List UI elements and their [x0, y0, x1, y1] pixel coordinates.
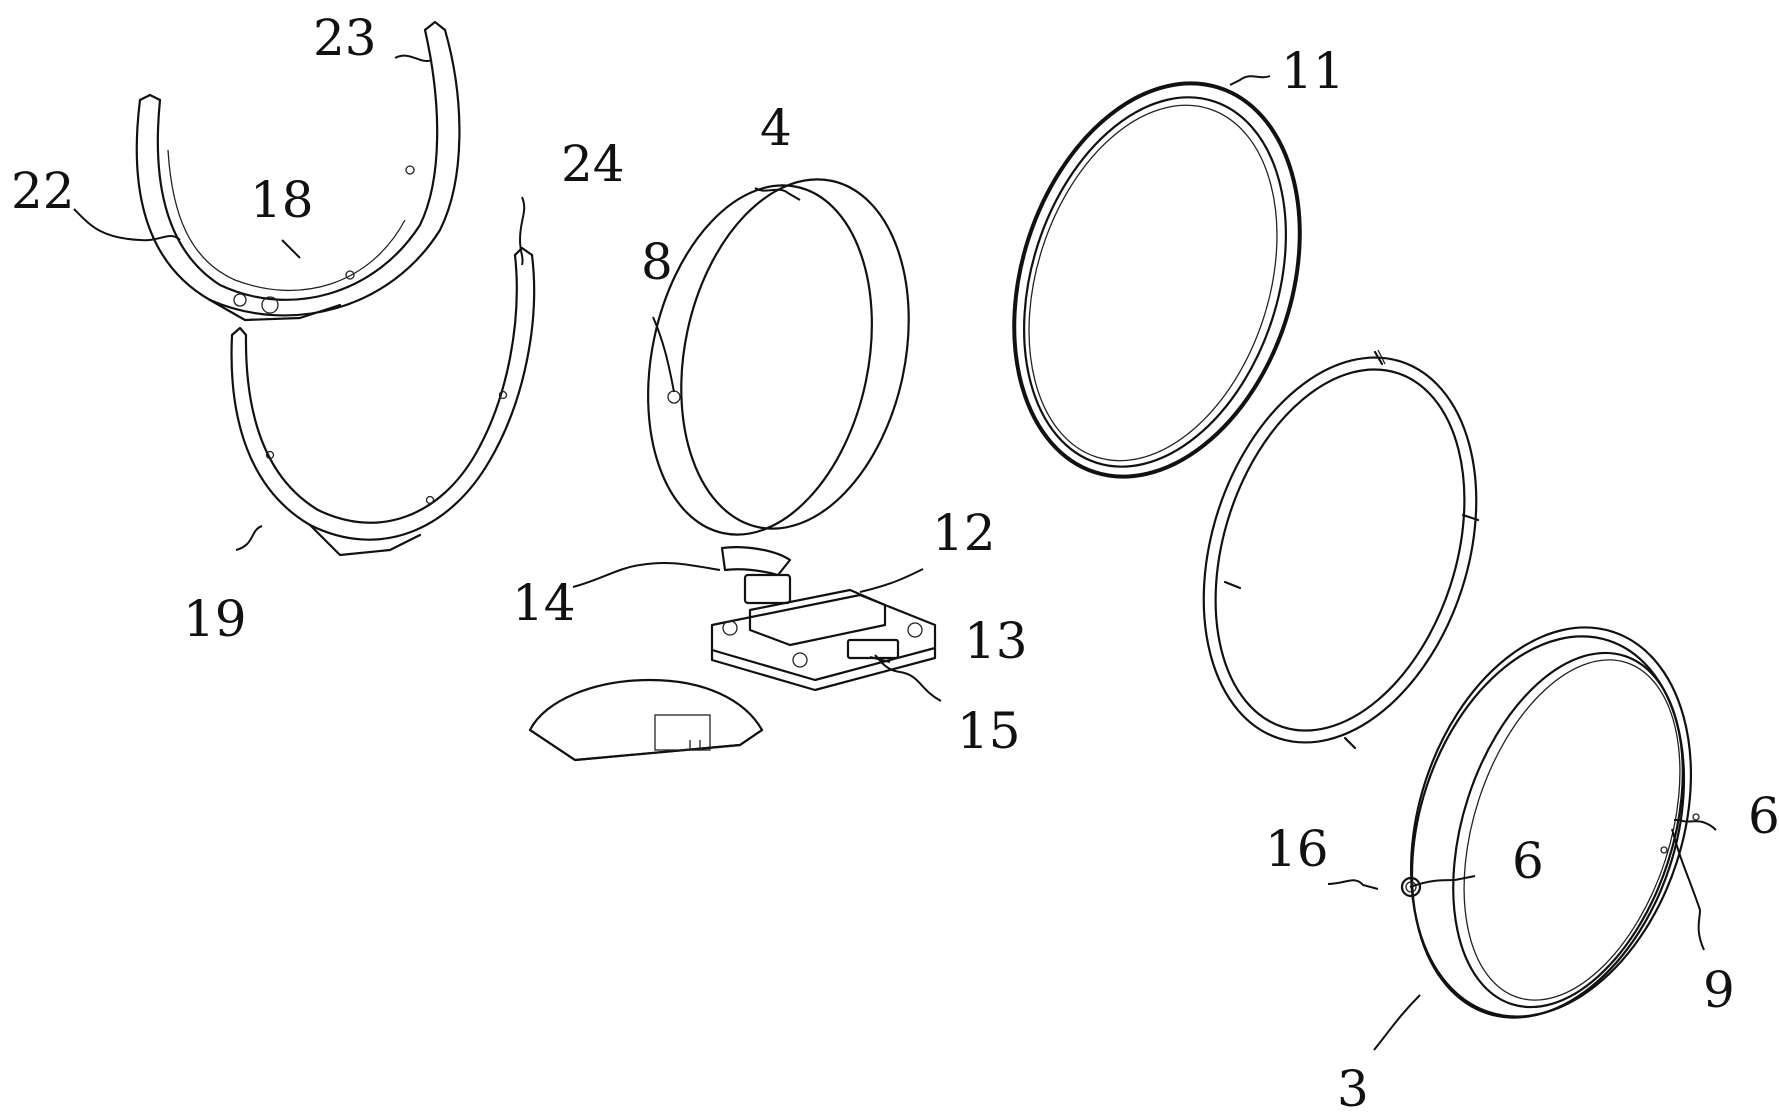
label-19: 19: [183, 590, 247, 648]
label-4: 4: [760, 99, 792, 157]
label-8: 8: [641, 233, 673, 291]
lower-headband-part: [232, 248, 535, 555]
label-11: 11: [1281, 42, 1345, 100]
label-6-right: 6: [1748, 787, 1779, 845]
label-16: 16: [1265, 820, 1329, 878]
label-15: 15: [957, 702, 1021, 760]
label-14: 14: [512, 574, 576, 632]
cover-piece: [530, 680, 762, 760]
reference-labels: 23 22 18 24 19 4 8 14 12 13 15 11 16 6 6…: [11, 9, 1779, 1117]
label-12: 12: [932, 504, 996, 562]
label-3: 3: [1337, 1060, 1369, 1117]
base-assembly: [712, 547, 935, 690]
label-24: 24: [561, 135, 625, 193]
label-13: 13: [964, 612, 1028, 670]
ring-part-11: [966, 46, 1348, 514]
label-6-left: 6: [1512, 832, 1544, 890]
ring-part-3: [1364, 591, 1739, 1053]
segmented-ring: [1157, 322, 1523, 778]
label-9: 9: [1703, 961, 1735, 1019]
label-18: 18: [250, 171, 314, 229]
leader-lines: [74, 56, 1716, 1050]
label-22: 22: [11, 162, 75, 220]
label-23: 23: [313, 9, 377, 67]
